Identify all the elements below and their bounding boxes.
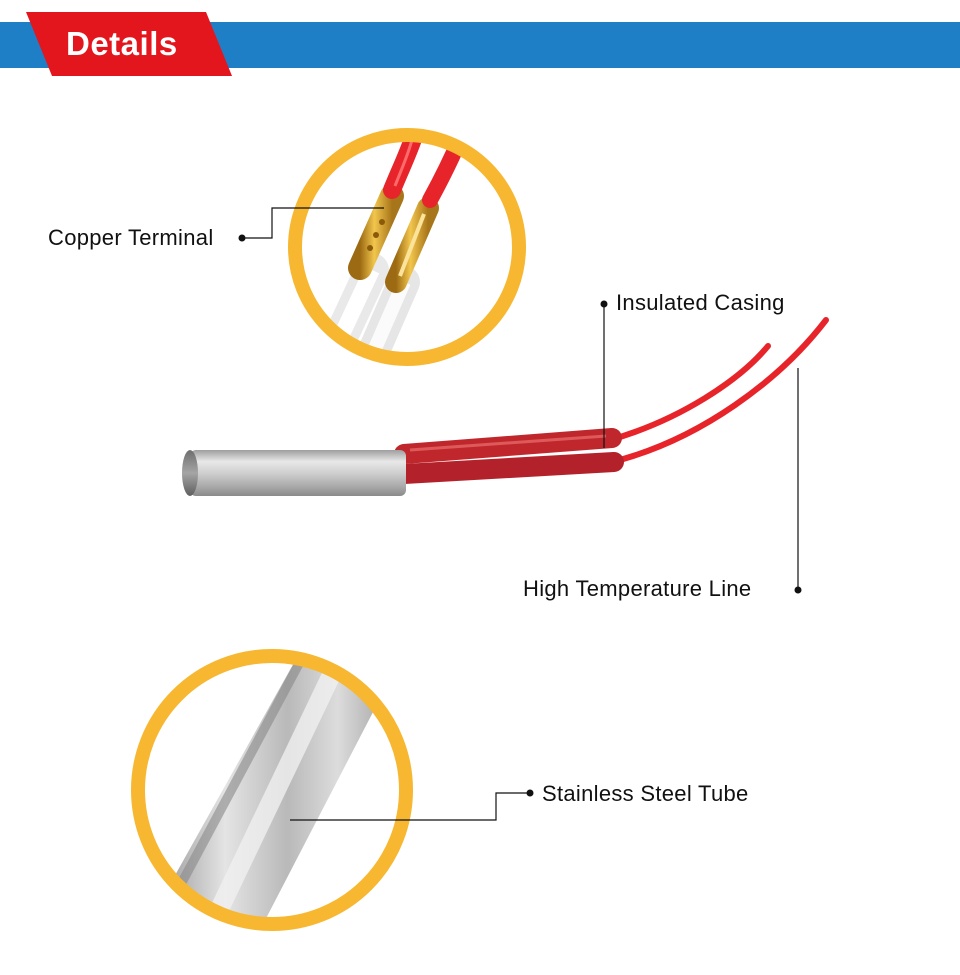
- banner-tag: [26, 12, 232, 76]
- label-insulated-casing: Insulated Casing: [616, 290, 785, 315]
- heater-cartridge: [182, 317, 829, 496]
- label-copper-terminal: Copper Terminal: [48, 225, 214, 250]
- steel-tube-zoom: [138, 656, 406, 924]
- label-high-temperature-line: High Temperature Line: [523, 576, 752, 601]
- banner-title: Details: [66, 25, 178, 62]
- top-zoom-ring: [288, 128, 526, 366]
- label-stainless-steel-tube: Stainless Steel Tube: [542, 781, 749, 806]
- leader-lines: [242, 207, 799, 821]
- leader-dots: [238, 234, 802, 797]
- bottom-zoom-ring: [131, 649, 413, 931]
